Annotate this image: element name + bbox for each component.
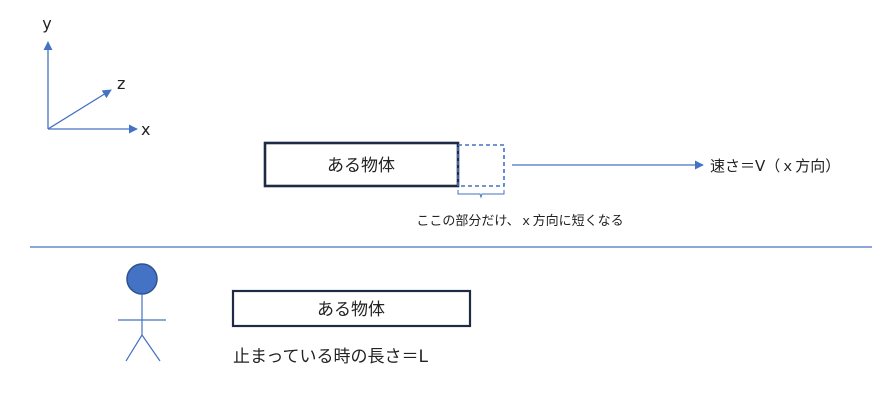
observer-head	[126, 263, 158, 295]
rest-object-label: ある物体	[317, 300, 385, 320]
z-axis-arrow	[47, 89, 112, 130]
contraction-bracket	[457, 190, 505, 199]
rest-object: ある物体 止まっている時の長さ＝L	[231, 289, 472, 367]
contracted-portion-box	[457, 144, 505, 187]
observer-figure	[118, 263, 166, 362]
coordinate-axes: y x z	[42, 14, 150, 139]
moving-object-label: ある物体	[327, 156, 395, 176]
y-axis-label: y	[42, 14, 51, 33]
moving-object: ある物体 ここの部分だけ、ｘ方向に短くなる 速さ＝V（ｘ方向）	[263, 141, 840, 229]
rest-object-box	[231, 289, 472, 328]
speed-label: 速さ＝V（ｘ方向）	[710, 157, 840, 175]
z-axis-label: z	[117, 74, 125, 93]
observer-right-leg	[141, 334, 161, 362]
contraction-note: ここの部分だけ、ｘ方向に短くなる	[416, 213, 623, 229]
x-axis-label: x	[141, 120, 150, 139]
rest-length-label: 止まっている時の長さ＝L	[233, 347, 428, 367]
observer-left-leg	[125, 334, 143, 362]
